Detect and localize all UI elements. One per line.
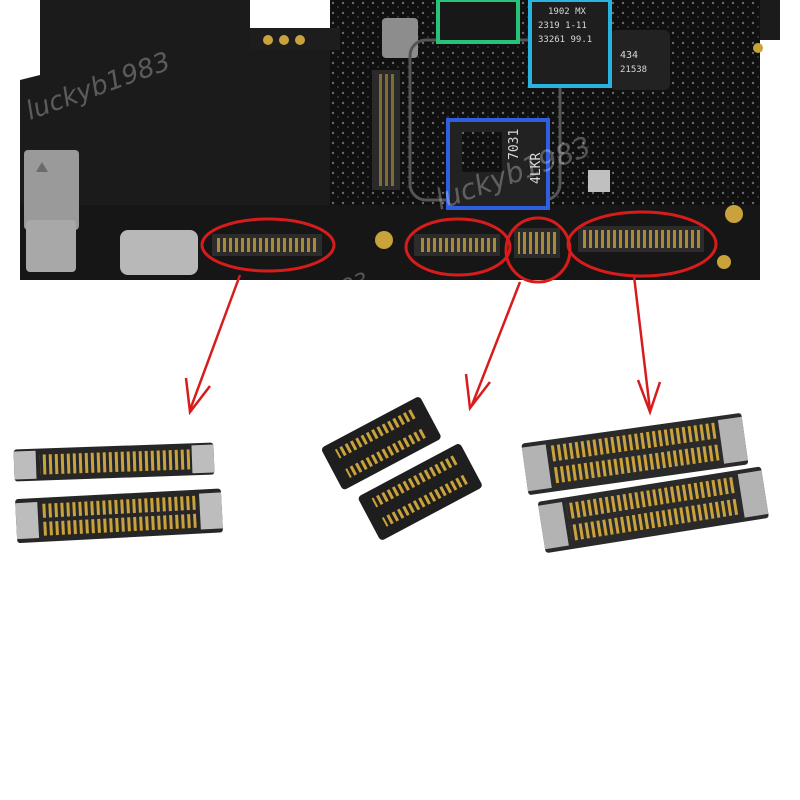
- callout-ellipse-2: [404, 217, 512, 277]
- loose-connector-5-end-left: [521, 444, 552, 492]
- board-tab: [250, 28, 340, 50]
- cyan-chip-text-3: 33261 99.1: [538, 35, 592, 45]
- loose-connector-4-pins-bottom: [381, 474, 468, 527]
- chip-datamatrix: [462, 132, 502, 172]
- arrow-marking: [36, 162, 48, 172]
- loose-connector-3: [321, 397, 441, 490]
- loose-connector-6-pins-bottom: [569, 498, 741, 541]
- loose-connector-4: [358, 444, 482, 540]
- loose-connector-4-pins-top: [371, 455, 458, 508]
- inductor: [382, 18, 418, 58]
- blue-chip-text-2: 4LKR: [529, 153, 544, 184]
- loose-connector-6-end-right: [737, 470, 769, 518]
- cyan-chip-body: [528, 0, 612, 88]
- loose-connector-3-pins-top: [334, 408, 418, 459]
- board-connectors: [212, 226, 704, 258]
- small-chip: [610, 30, 670, 90]
- metal-bracket-lower: [26, 220, 76, 272]
- callout-ellipse-4: [566, 210, 718, 278]
- board-connector-4-pins: [582, 230, 700, 248]
- loose-connector-1: [13, 442, 215, 482]
- connector-pair-middle: [321, 397, 482, 540]
- board-connector-1-pins: [216, 238, 318, 252]
- blue-chip-text-1: 7031: [507, 129, 522, 160]
- board-connector-2-pins: [418, 238, 496, 252]
- loose-connector-5-end-right: [717, 416, 748, 464]
- loose-connector-6: [538, 466, 769, 553]
- metal-shield-small: [120, 230, 198, 275]
- loose-connector-6-pins-top: [566, 476, 737, 520]
- loose-connector-1-end-left: [13, 450, 37, 480]
- loose-connector-5: [521, 413, 749, 495]
- metal-bracket-left: [24, 150, 79, 230]
- callout-ellipses: [200, 210, 718, 284]
- callout-ellipse-1: [200, 217, 336, 273]
- loose-connector-3-pins-bottom: [345, 427, 428, 478]
- arrow-3-line: [632, 275, 652, 411]
- arrow-1-line: [188, 274, 242, 411]
- arrow-1-head: [184, 377, 211, 416]
- connector-pair-left: [13, 442, 223, 543]
- small-chip-code: 21538: [620, 65, 647, 75]
- loose-connector-1-pins: [39, 449, 191, 475]
- arrow-2-line: [470, 281, 522, 406]
- arrow-2-head: [464, 373, 491, 412]
- board-connector-3-pins: [518, 232, 556, 254]
- loose-connector-5-pins-bottom: [552, 444, 720, 484]
- loose-connector-5-pins-top: [549, 422, 717, 462]
- loose-connector-2-pins-bottom: [42, 513, 197, 536]
- loose-connector-2-pins-top: [41, 495, 196, 518]
- loose-connector-2-end-left: [15, 502, 40, 540]
- arrow-3-head: [636, 379, 662, 416]
- gold-pads-top: [263, 35, 763, 269]
- cyan-chip-text-1: 1902 MX: [548, 7, 587, 17]
- connector-pair-right: [521, 413, 769, 553]
- loose-connector-6-end-left: [538, 502, 569, 550]
- blue-highlight-chip: 7031 4LKR: [446, 118, 550, 210]
- loose-connector-1-end-right: [191, 444, 215, 474]
- green-highlight-chip: [436, 0, 520, 44]
- smd-component: [588, 170, 610, 192]
- vertical-connector-pins: [376, 74, 396, 186]
- callout-arrows: [184, 274, 662, 416]
- small-chip-label: 434: [620, 50, 638, 61]
- cyan-highlight-chip: 1902 MX 2319 1-11 33261 99.1: [528, 0, 612, 88]
- loose-connector-2-end-right: [198, 492, 223, 530]
- loose-connector-2: [15, 488, 223, 543]
- cyan-chip-text-2: 2319 1-11: [538, 21, 587, 31]
